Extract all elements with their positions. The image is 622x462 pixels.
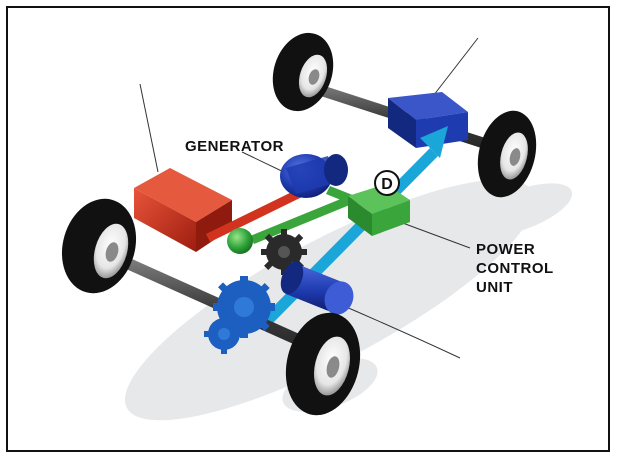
planetary-gear (227, 228, 253, 254)
rear-left-wheel-icon (272, 32, 334, 112)
pcu-label-line-2: CONTROL (476, 260, 554, 277)
pcu-label-line-1: POWER (476, 241, 536, 258)
electric-motor (280, 261, 354, 315)
generator-label: GENERATOR (185, 138, 284, 155)
generator (280, 154, 348, 198)
front-right-wheel-icon (285, 312, 361, 416)
front-left-wheel-icon (61, 198, 137, 294)
rear-right-wheel-icon (477, 110, 537, 198)
engine-output-shaft (206, 188, 304, 242)
reduction-gear-black (261, 229, 307, 275)
reduction-gears-blue (204, 276, 275, 354)
pcu-label-line-3: UNIT (476, 279, 513, 296)
engine-block (134, 168, 232, 252)
power-control-unit-label: POWER CONTROL UNIT (476, 240, 554, 297)
circle-d-icon: D (374, 170, 400, 196)
drive-marker-label: D (381, 176, 393, 193)
